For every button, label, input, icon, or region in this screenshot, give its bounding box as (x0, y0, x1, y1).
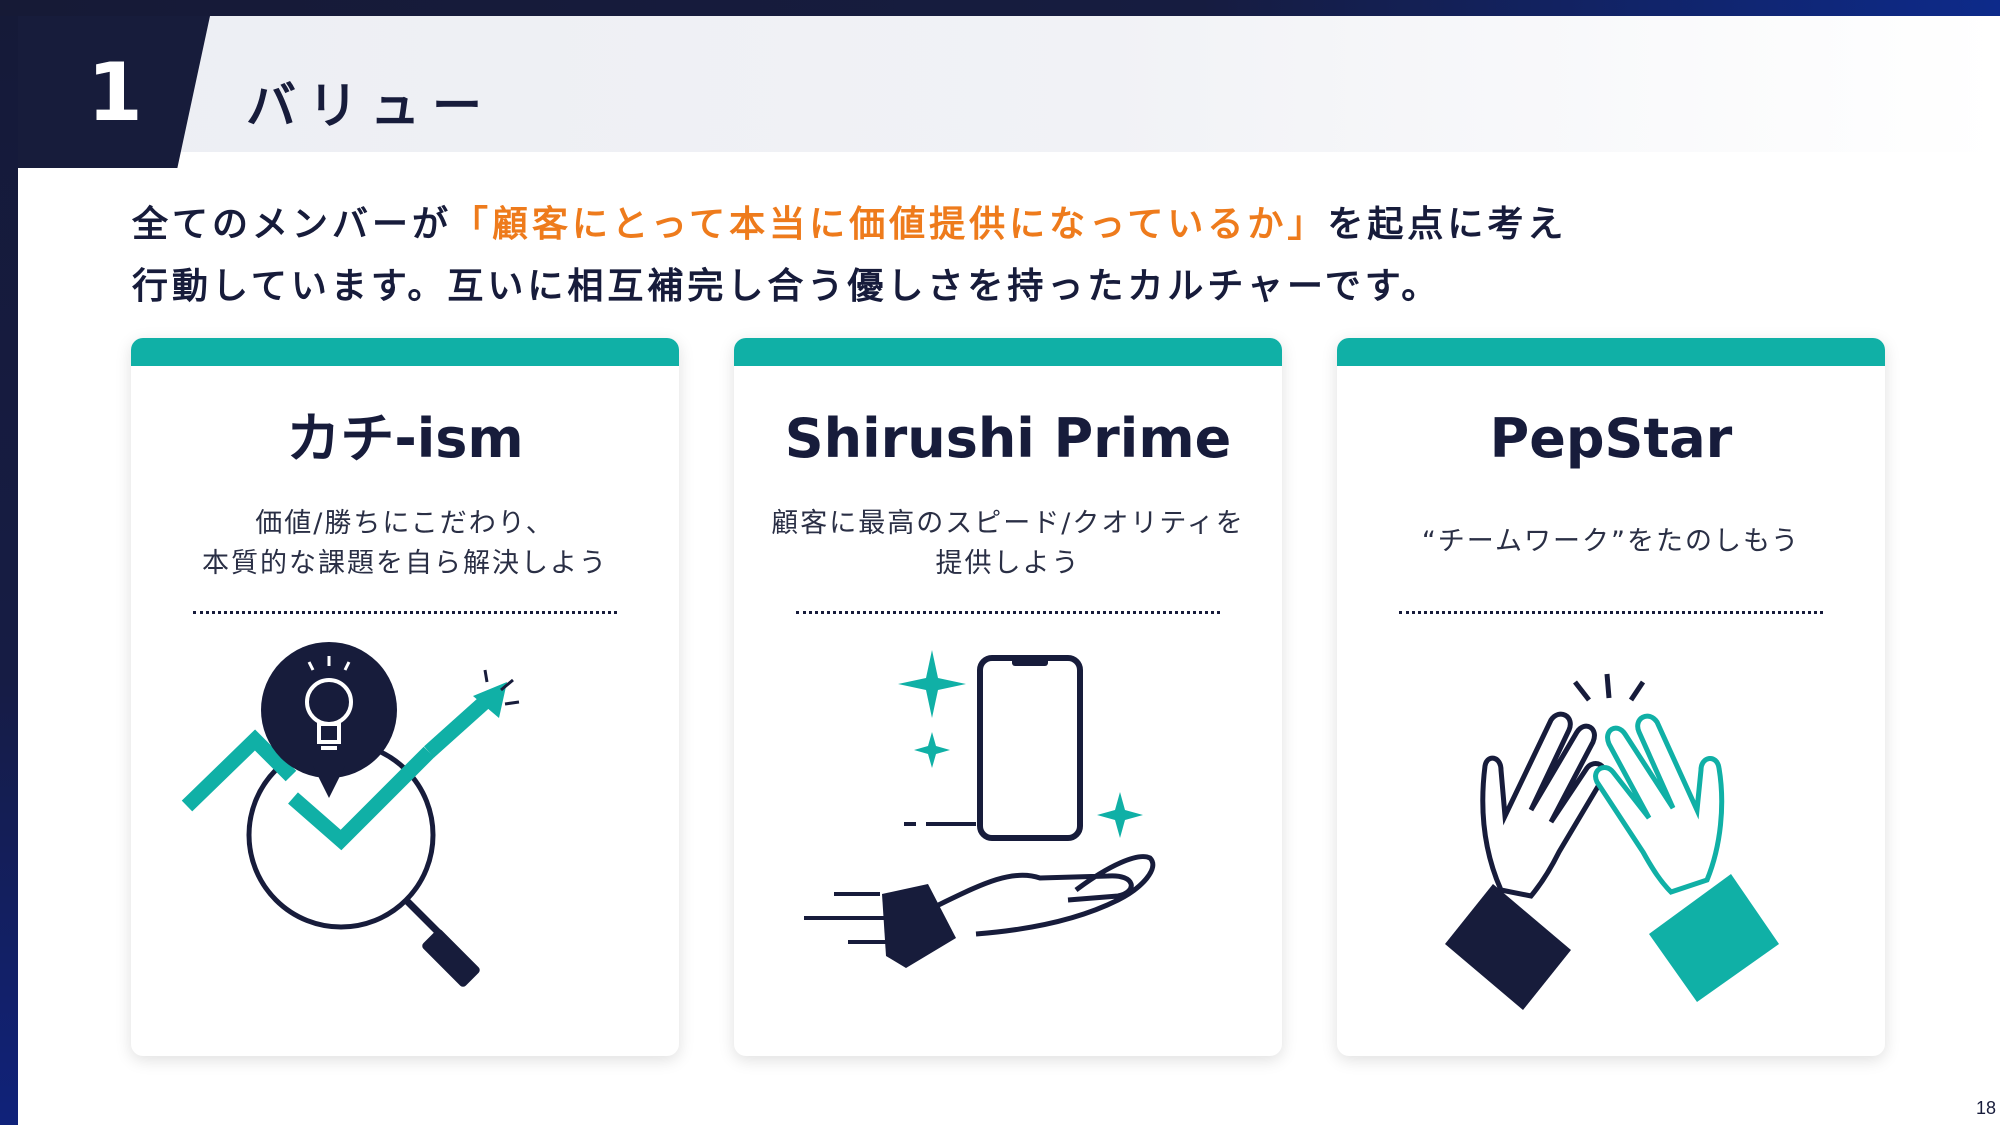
card-description: 顧客に最高のスピード/クオリティを 提供しよう (754, 504, 1262, 584)
intro-line-1: 全てのメンバーが「顧客にとって本当に価値提供になっているか」を起点に考え (132, 194, 1752, 256)
title-band (18, 16, 2000, 152)
intro-line-1-after: を起点に考え (1327, 204, 1568, 245)
card-title: PepStar (1489, 407, 1733, 470)
card-description-line: 価値/勝ちにこだわり、 (255, 508, 555, 539)
intro-text: 全てのメンバーが「顧客にとって本当に価値提供になっているか」を起点に考え 行動し… (132, 194, 1752, 318)
lightbulb-magnifier-growth-icon (181, 642, 520, 987)
card-stripe (734, 338, 1282, 366)
card-description-line: 提供しよう (935, 548, 1081, 579)
value-card-pepstar: PepStar “チームワーク”をたのしもう (1337, 338, 1885, 1056)
card-stripe (131, 338, 679, 366)
card-dotted-divider (796, 611, 1220, 614)
card-description-line: 顧客に最高のスピード/クオリティを (771, 508, 1245, 539)
card-dotted-divider (1399, 611, 1823, 614)
card-title: カチ-ism (286, 407, 524, 470)
slide-content: 1 バリュー 全てのメンバーが「顧客にとって本当に価値提供になっているか」を起点… (18, 16, 2000, 1125)
value-card-kachi-ism: カチ-ism 価値/勝ちにこだわり、 本質的な課題を自ら解決しよう (131, 338, 679, 1056)
card-dotted-divider (193, 611, 617, 614)
page-number: 18 (1975, 1098, 1996, 1118)
section-number-block (18, 16, 210, 168)
card-description-line: 本質的な課題を自ら解決しよう (202, 548, 608, 579)
section-number: 1 (87, 46, 143, 139)
card-description-line: “チームワーク”をたのしもう (1421, 526, 1801, 557)
high-five-icon (1445, 673, 1779, 1010)
intro-highlight: 「顧客にとって本当に価値提供になっているか」 (452, 204, 1328, 245)
top-bar (0, 0, 2000, 16)
page-title: バリュー (246, 77, 494, 135)
hand-smartphone-icon (804, 650, 1156, 968)
card-description: “チームワーク”をたのしもう (1357, 522, 1865, 562)
card-description: 価値/勝ちにこだわり、 本質的な課題を自ら解決しよう (151, 504, 659, 584)
copyright: © 2022 Shirushi Inc. (36, 1082, 199, 1102)
value-card-shirushi-prime: Shirushi Prime 顧客に最高のスピード/クオリティを 提供しよう (734, 338, 1282, 1056)
card-stripe (1337, 338, 1885, 366)
card-title: Shirushi Prime (784, 407, 1232, 470)
intro-line-1-before: 全てのメンバーが (132, 204, 453, 245)
intro-line-2: 行動しています。互いに相互補完し合う優しさを持ったカルチャーです。 (132, 266, 1442, 307)
